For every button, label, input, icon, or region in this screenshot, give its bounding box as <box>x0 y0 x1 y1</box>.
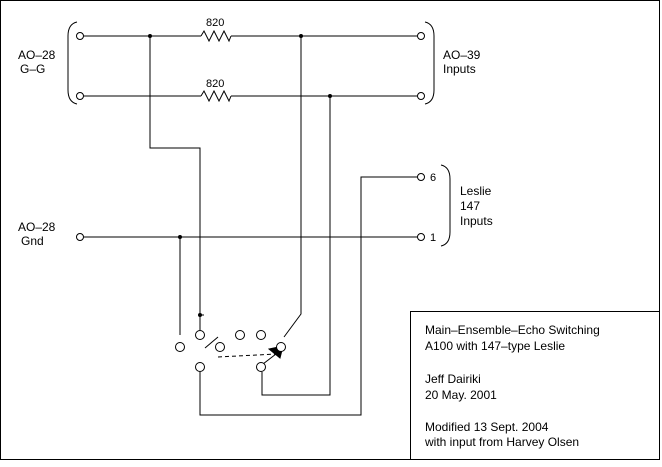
terminal-ao28-gnd <box>76 233 84 241</box>
resistor-bottom <box>200 89 232 103</box>
switch-contact <box>256 330 266 340</box>
label-leslie-pin-1: 1 <box>430 232 436 244</box>
switch-lever-left <box>204 336 219 349</box>
title-line2: A100 with 147–type Leslie <box>425 339 565 353</box>
junction-dots <box>148 34 332 317</box>
bracket-leslie <box>440 164 451 247</box>
label-ao28-gnd-line1: AO–28 <box>18 220 56 234</box>
label-leslie-line1: Leslie <box>460 184 492 198</box>
bracket-ao28-gg <box>67 21 78 105</box>
label-ao28-gg-line1: AO–28 <box>18 48 56 62</box>
terminal-leslie-6 <box>417 173 425 181</box>
junction-dot <box>178 235 182 239</box>
terminal-leslie-1 <box>417 233 425 241</box>
brackets <box>67 21 451 247</box>
switch-contact <box>195 362 205 372</box>
wire-junction-a <box>149 36 201 315</box>
label-resistor-bottom: 820 <box>206 78 224 90</box>
label-ao39-line1: AO–39 <box>443 48 481 62</box>
junction-dot <box>148 34 152 38</box>
switch-contact <box>215 342 225 352</box>
label-ao39-line2: Inputs <box>443 62 476 76</box>
wire-leslie-6 <box>199 176 417 416</box>
terminal-ao28-gg-2 <box>76 92 84 100</box>
label-ao28-gg-line2: G–G <box>20 62 45 76</box>
wire-junction-c <box>261 96 331 396</box>
switch-contact <box>195 330 205 340</box>
switch-link-dashed <box>217 353 277 358</box>
wire-junction-b <box>283 36 302 338</box>
terminal-ao39-1 <box>417 32 425 40</box>
switch-contact <box>175 342 185 352</box>
junction-dot <box>299 34 303 38</box>
switch-contact <box>256 362 266 372</box>
title-line1: Main–Ensemble–Echo Switching <box>425 323 600 337</box>
wiring <box>84 35 417 416</box>
terminal-ao39-2 <box>417 92 425 100</box>
modified: Modified 13 Sept. 2004 <box>425 420 549 434</box>
switch-contact <box>235 330 245 340</box>
junction-dot <box>328 94 332 98</box>
bracket-ao39 <box>424 21 435 105</box>
label-leslie-pin-6: 6 <box>430 172 436 184</box>
terminals <box>76 32 425 372</box>
label-resistor-top: 820 <box>206 17 224 29</box>
resistor-top <box>200 29 232 43</box>
switch-contact <box>276 342 286 352</box>
date: 20 May. 2001 <box>425 388 497 402</box>
label-leslie-line2: 147 <box>460 199 480 213</box>
author: Jeff Dairiki <box>425 372 481 386</box>
title-block <box>410 311 660 460</box>
junction-dot <box>198 313 202 317</box>
terminal-ao28-gg-1 <box>76 32 84 40</box>
switch-lever-right <box>262 353 277 365</box>
credit: with input from Harvey Olsen <box>424 435 579 449</box>
label-ao28-gnd-line2: Gnd <box>21 234 44 248</box>
label-leslie-line3: Inputs <box>460 214 493 228</box>
